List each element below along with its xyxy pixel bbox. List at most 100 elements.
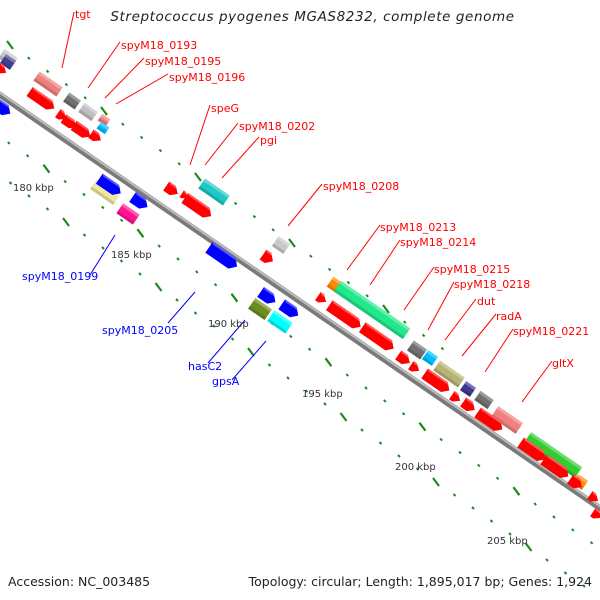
feature-box[interactable] — [333, 280, 411, 340]
feature-box[interactable] — [248, 297, 272, 321]
feature-box[interactable] — [407, 340, 427, 360]
cds-arrow[interactable] — [88, 129, 104, 144]
label-leader — [167, 291, 196, 324]
minor-tick — [421, 333, 426, 338]
minor-tick — [327, 267, 332, 272]
reverse-cds[interactable] — [278, 299, 301, 320]
gene-label-pgi[interactable]: pgi — [260, 134, 277, 147]
cds-arrow[interactable] — [590, 508, 600, 522]
label-leader — [204, 122, 239, 166]
minor-tick — [64, 82, 69, 87]
feature-box[interactable] — [97, 113, 111, 127]
cds-arrow[interactable] — [421, 368, 453, 396]
gene-label-hasC2[interactable]: hasC2 — [188, 360, 222, 373]
minor-tick — [563, 571, 568, 575]
reverse-cds[interactable] — [257, 286, 279, 307]
minor-tick — [309, 254, 313, 258]
gene-label-gpsA[interactable]: gpsA — [212, 375, 240, 388]
gene-label-spyM18-0208[interactable]: spyM18_0208 — [323, 180, 399, 193]
cds-arrow[interactable] — [259, 249, 277, 267]
gene-label-dut[interactable]: dut — [477, 295, 496, 308]
feature-box[interactable] — [198, 178, 230, 206]
minor-tick — [101, 205, 105, 210]
cds-arrow[interactable] — [26, 86, 58, 113]
cds-arrow[interactable] — [587, 491, 600, 505]
gene-label-spyM18-0213[interactable]: spyM18_0213 — [380, 221, 456, 234]
minor-tick — [233, 201, 238, 206]
minor-tick — [83, 96, 87, 100]
feature-box[interactable] — [0, 54, 17, 70]
cds-arrow[interactable] — [315, 292, 329, 306]
label-leader — [115, 73, 169, 105]
feature-box[interactable] — [267, 310, 293, 334]
feature-box[interactable] — [116, 203, 140, 225]
gene-label-spyM18-0218[interactable]: spyM18_0218 — [454, 278, 530, 291]
cds-arrow[interactable] — [0, 63, 9, 77]
feature-box[interactable] — [63, 92, 81, 110]
minor-tick — [415, 467, 420, 471]
cds-arrow[interactable] — [540, 454, 572, 482]
feature-box[interactable] — [474, 390, 494, 410]
cds-arrow[interactable] — [460, 397, 478, 414]
feature-box[interactable] — [96, 121, 110, 135]
minor-tick — [307, 347, 312, 352]
cds-arrow[interactable] — [70, 120, 94, 141]
gene-label-radA[interactable]: radA — [496, 310, 522, 323]
gene-label-spyM18-0202[interactable]: spyM18_0202 — [239, 120, 315, 133]
label-leader — [369, 239, 401, 286]
reverse-cds[interactable] — [129, 191, 151, 212]
cds-arrow[interactable] — [566, 474, 585, 492]
cds-arrow[interactable] — [358, 322, 397, 353]
gene-label-speG[interactable]: speG — [211, 102, 239, 115]
cds-arrow[interactable] — [181, 192, 214, 221]
minor-tick — [403, 320, 407, 324]
minor-tick — [177, 162, 181, 166]
major-tick — [42, 164, 51, 174]
minor-tick — [286, 376, 290, 380]
scale-label: 180 kbp — [13, 183, 54, 194]
feature-box[interactable] — [421, 350, 439, 366]
minor-tick — [119, 218, 124, 223]
gene-label-spyM18-0199[interactable]: spyM18_0199 — [22, 270, 98, 283]
minor-tick — [365, 294, 369, 298]
minor-tick — [345, 373, 349, 377]
minor-tick — [552, 515, 556, 519]
reverse-cds[interactable] — [0, 97, 14, 118]
cds-arrow[interactable] — [325, 300, 364, 331]
cds-arrow[interactable] — [55, 109, 69, 123]
reverse-cds[interactable] — [95, 173, 124, 199]
major-tick — [288, 238, 296, 248]
minor-tick — [533, 502, 537, 506]
gene-label-spyM18-0205[interactable]: spyM18_0205 — [102, 324, 178, 337]
minor-tick — [289, 334, 293, 339]
minor-tick — [82, 192, 86, 197]
cds-arrow[interactable] — [408, 361, 422, 375]
minor-tick — [212, 324, 216, 328]
feature-box[interactable] — [459, 381, 477, 397]
minor-tick — [7, 141, 11, 145]
cds-arrow[interactable] — [163, 181, 181, 198]
cds-arrow[interactable] — [60, 114, 80, 131]
feature-box[interactable] — [33, 71, 63, 97]
reverse-cds[interactable] — [205, 242, 240, 272]
gene-label-gltX[interactable]: gltX — [552, 357, 574, 370]
feature-box[interactable] — [78, 102, 98, 122]
cds-arrow[interactable] — [449, 391, 463, 405]
gene-label-spyM18-0195[interactable]: spyM18_0195 — [145, 55, 221, 68]
gene-label-spyM18-0221[interactable]: spyM18_0221 — [513, 325, 589, 338]
gene-label-spyM18-0215[interactable]: spyM18_0215 — [434, 263, 510, 276]
gene-label-tgt[interactable]: tgt — [75, 8, 91, 21]
cds-arrow[interactable] — [517, 437, 549, 465]
minor-tick — [45, 69, 50, 74]
feature-box[interactable] — [433, 360, 465, 388]
gene-label-spyM18-0196[interactable]: spyM18_0196 — [169, 71, 245, 84]
feature-box[interactable] — [271, 236, 291, 254]
gene-label-spyM18-0193[interactable]: spyM18_0193 — [121, 39, 197, 52]
feature-track — [0, 48, 600, 522]
cds-arrow[interactable] — [395, 350, 413, 367]
minor-tick — [158, 148, 163, 153]
gene-label-spyM18-0214[interactable]: spyM18_0214 — [400, 236, 476, 249]
minor-tick — [383, 399, 387, 403]
cds-arrow[interactable] — [474, 407, 506, 435]
